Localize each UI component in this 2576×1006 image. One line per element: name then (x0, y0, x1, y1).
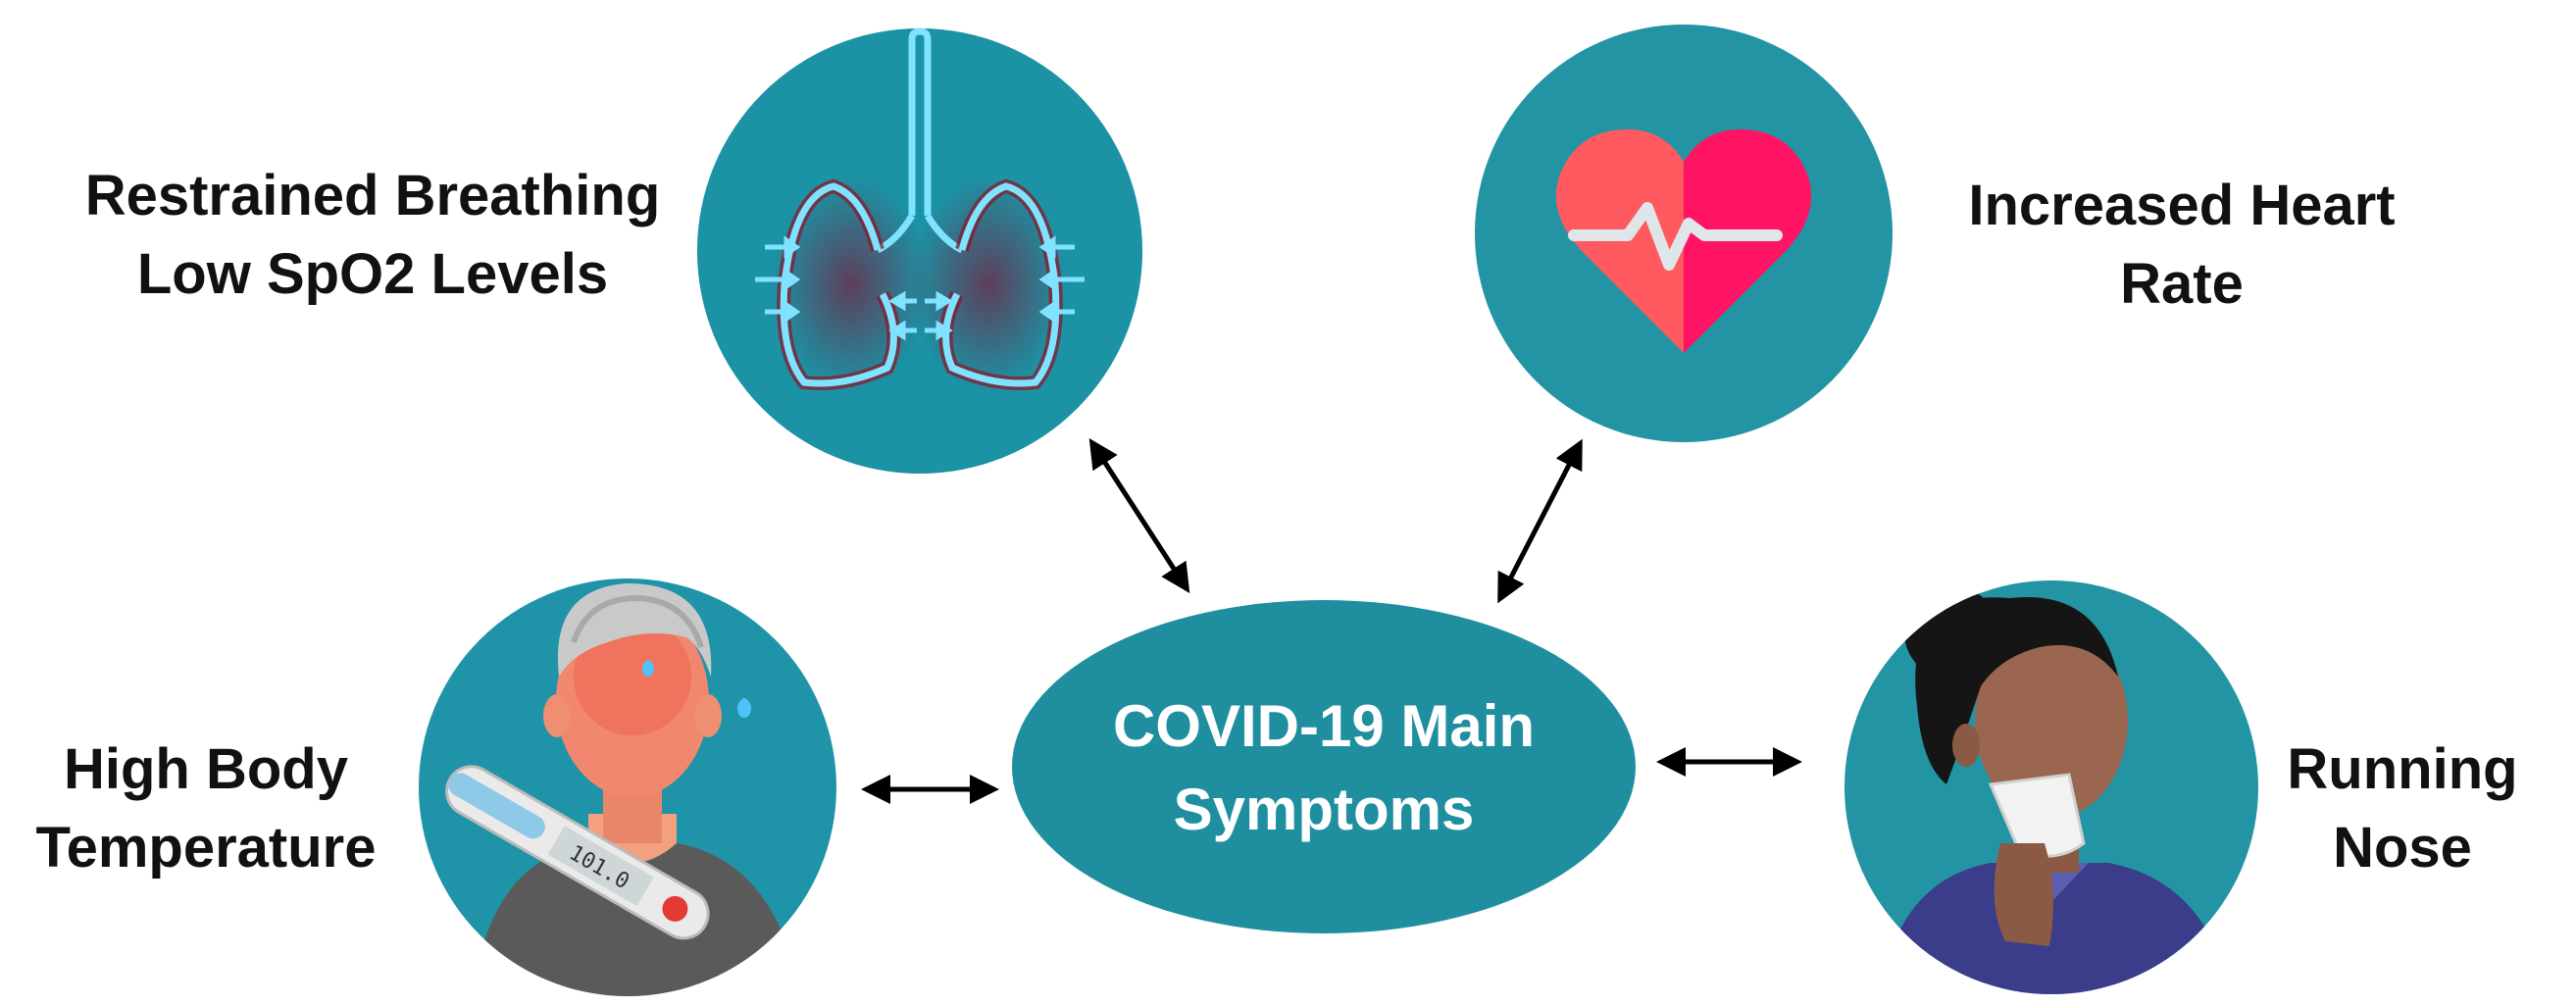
label-breathing: Restrained Breathing Low SpO2 Levels (69, 157, 677, 314)
label-nose-line2: Nose (2333, 816, 2472, 880)
fever-thermometer-icon: 101.0 (419, 578, 836, 996)
heart-rate-icon (1475, 25, 1893, 442)
center-label: COVID-19 Main Symptoms (1012, 684, 1636, 851)
label-temperature-line2: Temperature (35, 816, 377, 880)
arrow-breathing (1088, 437, 1190, 594)
label-nose: Running Nose (2255, 730, 2550, 887)
arrow-heart (1497, 438, 1583, 604)
label-heart-line2: Rate (2120, 252, 2244, 317)
tissue-sneeze-icon (1844, 580, 2258, 994)
label-breathing-line2: Low SpO2 Levels (136, 242, 609, 307)
center-label-line2: Symptoms (1173, 777, 1475, 843)
label-nose-line1: Running (2287, 737, 2518, 801)
label-heart-line1: Increased Heart (1968, 174, 2396, 237)
center-ellipse (1012, 600, 1636, 933)
label-temperature: High Body Temperature (20, 730, 392, 887)
center-label-line1: COVID-19 Main (1112, 693, 1536, 759)
label-temperature-line1: High Body (64, 737, 348, 801)
lungs-icon (697, 27, 1142, 474)
label-heart: Increased Heart Rate (1922, 167, 2442, 324)
connector-arrows (861, 437, 1802, 804)
label-breathing-line1: Restrained Breathing (84, 164, 661, 227)
